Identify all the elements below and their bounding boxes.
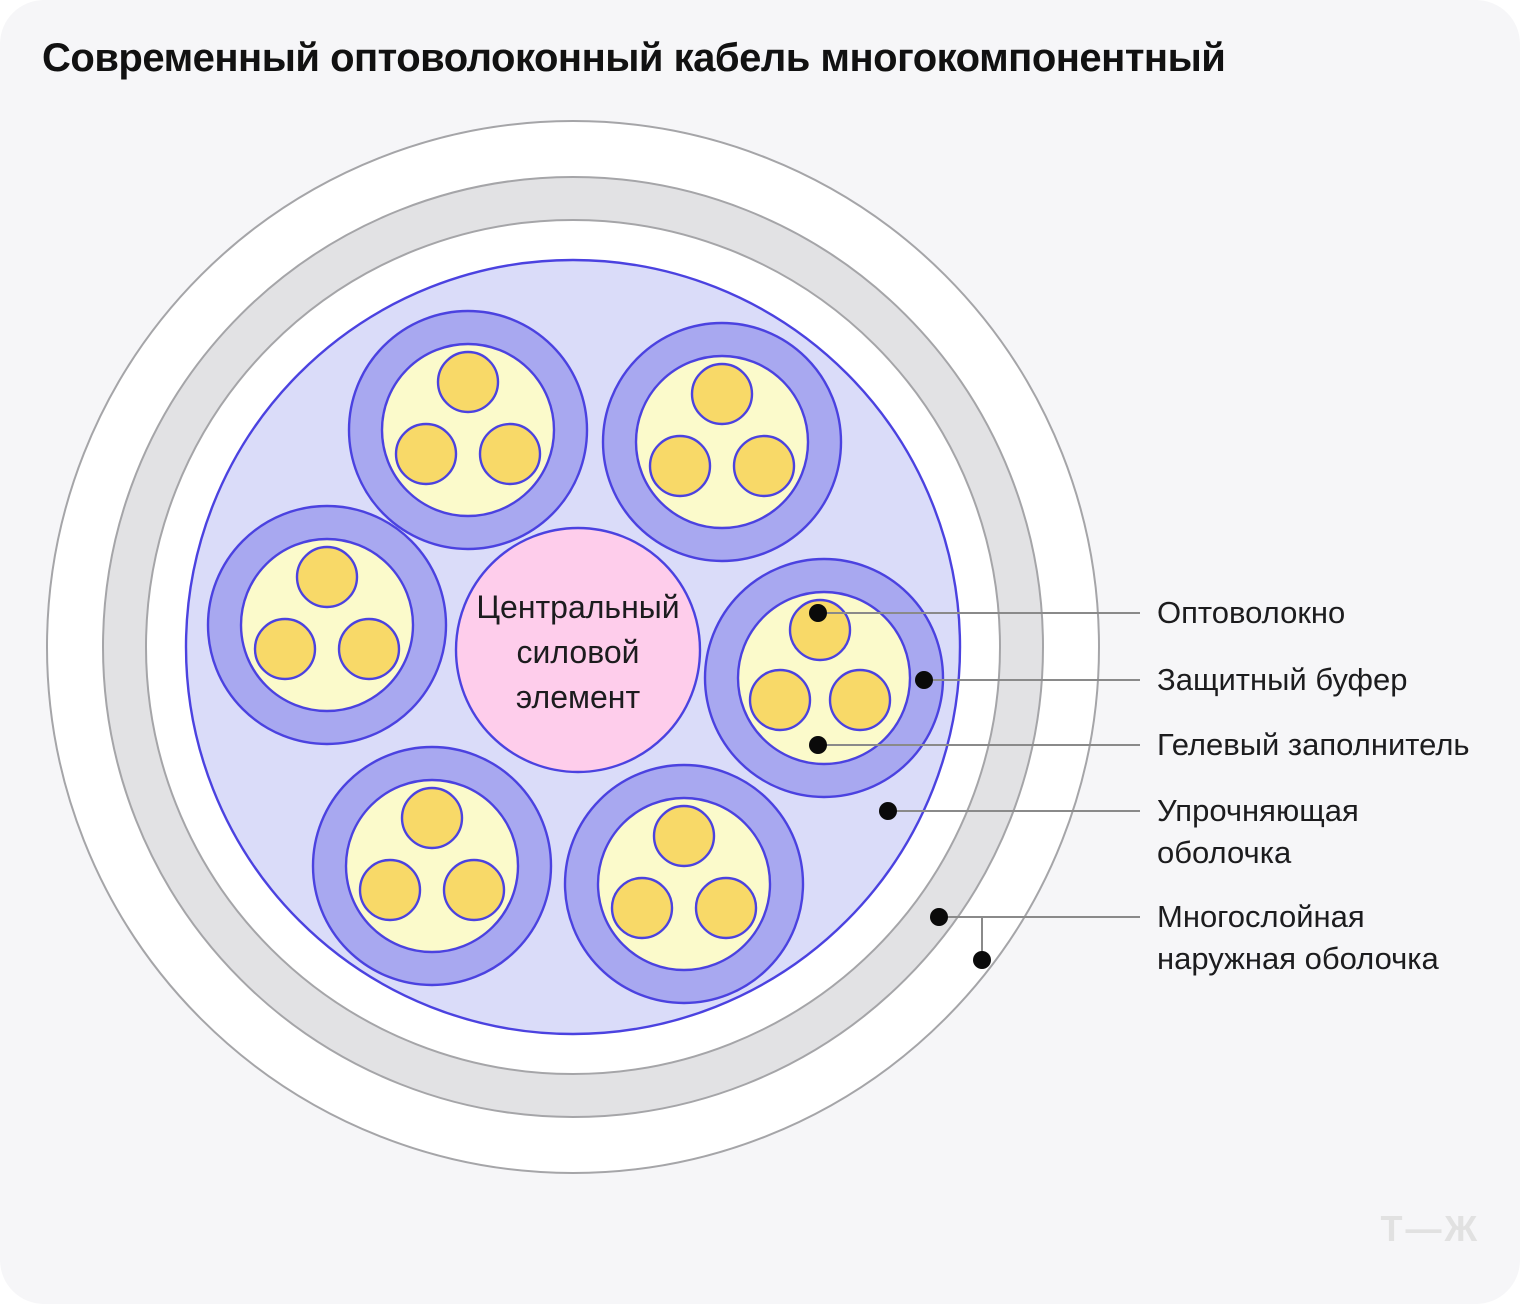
- callout-label-strength: Упрочняющая оболочка: [1157, 790, 1359, 874]
- central-element-label-line: Центральный: [476, 589, 680, 625]
- fiber-bundle-bottom-right: [563, 763, 805, 1005]
- fiber-circle: [648, 434, 712, 498]
- fiber-circle: [652, 804, 716, 868]
- callout-label-fiber: Оптоволокно: [1157, 592, 1345, 634]
- callout-dot-outer-gray: [930, 908, 948, 926]
- tj-logo: Т—Ж: [1380, 1208, 1480, 1249]
- central-strength-element-circle: [454, 526, 702, 774]
- callout-label-buffer: Защитный буфер: [1157, 659, 1408, 701]
- fiber-circle: [253, 617, 317, 681]
- fiber-circle: [436, 350, 500, 414]
- callout-dot-gel: [809, 736, 827, 754]
- callout-label-line: Многослойная: [1157, 899, 1365, 934]
- fiber-circle: [442, 858, 506, 922]
- fiber-circle: [828, 668, 892, 732]
- callout-dot-fiber: [809, 604, 827, 622]
- callout-label-line: Защитный буфер: [1157, 662, 1408, 697]
- callout-label-outer: Многослойная наружная оболочка: [1157, 896, 1439, 980]
- fiber-circle: [694, 876, 758, 940]
- fiber-bundle-top-left: [347, 309, 589, 551]
- callout-label-line: Упрочняющая: [1157, 793, 1359, 828]
- callout-label-line: Оптоволокно: [1157, 595, 1346, 630]
- fiber-circle: [732, 434, 796, 498]
- fiber-circle: [337, 617, 401, 681]
- callout-dot-buffer: [915, 671, 933, 689]
- fiber-circle: [478, 422, 542, 486]
- fiber-bundle-left: [206, 504, 448, 746]
- callout-label-line: Гелевый заполнитель: [1157, 727, 1470, 762]
- fiber-circle: [748, 668, 812, 732]
- page-title: Современный оптоволоконный кабель многок…: [42, 36, 1226, 80]
- fiber-bundle-bottom-left: [311, 745, 553, 987]
- fiber-circle: [394, 422, 458, 486]
- central-element-label-line: силовой: [516, 634, 640, 670]
- fiber-bundle-right: [703, 557, 945, 799]
- fiber-circle: [610, 876, 674, 940]
- callout-label-line: оболочка: [1157, 835, 1292, 870]
- callout-label-gel: Гелевый заполнитель: [1157, 724, 1470, 766]
- fiber-circle: [690, 362, 754, 426]
- callout-label-line: наружная оболочка: [1157, 941, 1439, 976]
- fiber-bundle-top-right: [601, 321, 843, 563]
- callout-dot-strength: [879, 802, 897, 820]
- central-element-label-line: элемент: [515, 679, 641, 715]
- callout-dot-outer-white: [973, 951, 991, 969]
- central-element-label: Центральный силовой элемент: [428, 585, 728, 720]
- fiber-circle: [788, 598, 852, 662]
- fiber-circle: [358, 858, 422, 922]
- fiber-circle: [400, 786, 464, 850]
- fiber-circle: [295, 545, 359, 609]
